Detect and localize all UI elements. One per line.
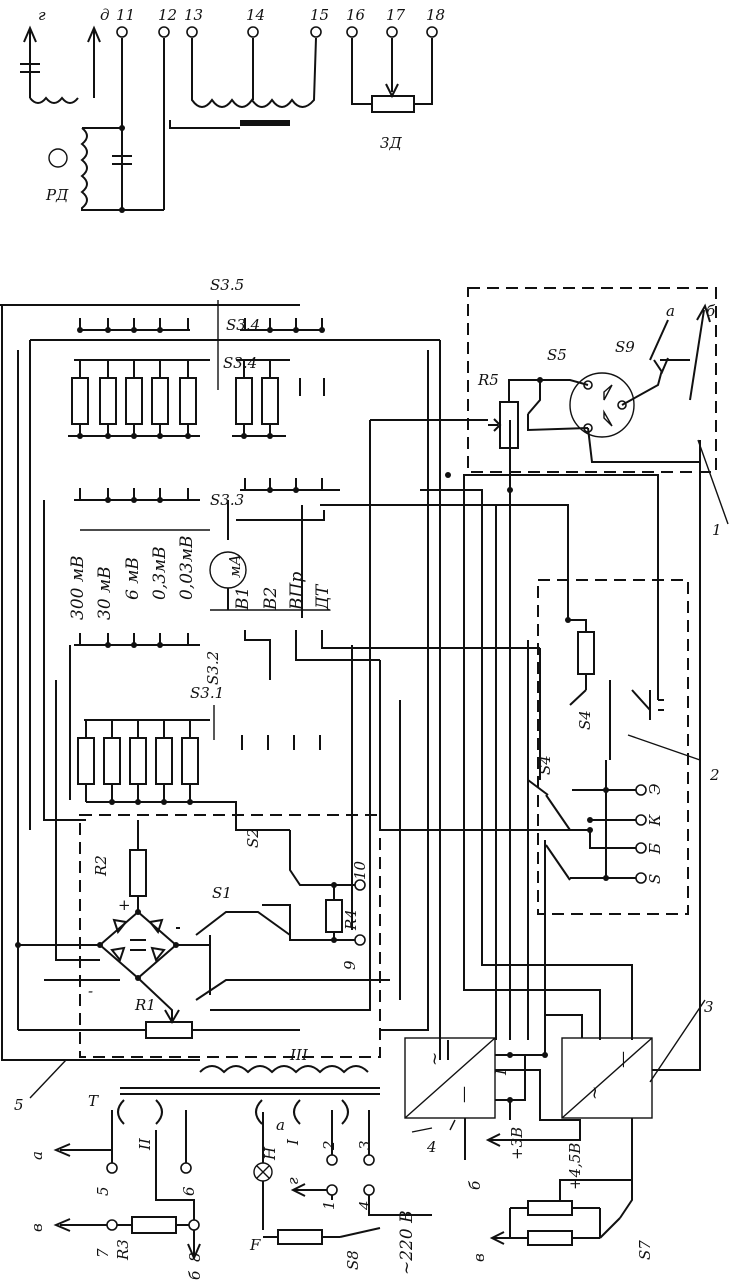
range-switch-s3: S3.5 S3.4: [0, 276, 540, 1060]
transformer-t: III Т II I а: [88, 1046, 380, 1170]
unit-3-ac: ~: [585, 1086, 605, 1100]
supply-220v: ~220 В: [397, 1210, 417, 1275]
unit-2-transistor-block: S4 2 S4 Э К Б S: [390, 579, 720, 915]
terminal-9-label: 9: [341, 960, 359, 970]
s1-label: S1: [212, 884, 232, 902]
unit-label-5: 5: [14, 1096, 24, 1114]
terminal-16: 16: [346, 6, 366, 24]
arrow-label-a-bottom: а: [28, 1151, 46, 1160]
s5-label: S5: [547, 346, 567, 364]
terminal-12: 12: [158, 6, 177, 24]
arrow-label-b-bottom: б: [186, 1270, 204, 1280]
terminal-10-label: 10: [351, 860, 369, 880]
unit-4-dc: —: [454, 1086, 474, 1103]
arrow-label-d: д: [100, 6, 110, 24]
arrow-label-g-bottom: г: [284, 1177, 302, 1185]
r2-label: R2: [92, 855, 110, 877]
s3-2-label: S3.2: [204, 651, 222, 685]
range-label-6mv: 6 мВ: [123, 557, 143, 600]
arrow-label-v-supply: в: [470, 1253, 488, 1262]
terminal-b-label: Б: [646, 843, 664, 855]
s3-4-sub-label: S3.4: [223, 354, 257, 372]
arrow-a: а: [666, 302, 675, 320]
roman-i-label: I: [492, 1068, 510, 1076]
terminal-2-label: 2: [320, 1140, 338, 1151]
terminal-s-label: S: [646, 874, 664, 884]
terminal-14: 14: [246, 6, 265, 24]
top-section: г д 11 12 13 14 15 16 17 18: [20, 6, 445, 213]
mode-label-vpr: ВПр: [287, 572, 307, 611]
winding-3-label: III: [289, 1046, 309, 1064]
arrow-label-v: в: [28, 1223, 46, 1232]
unit-5-bridge: R2 + - R1 S1 S2 R4: [14, 814, 390, 1114]
range-label-300mv: 300 мВ: [68, 556, 88, 620]
terminal-3-label: 3: [356, 1140, 374, 1150]
s7-label: S7: [636, 1240, 654, 1260]
terminal-15: 15: [310, 6, 329, 24]
r3-label: R3: [114, 1239, 132, 1261]
s3-5-label: S3.5: [210, 276, 244, 294]
terminal-17: 17: [386, 6, 406, 24]
terminal-5-label: 5: [94, 1186, 112, 1196]
terminal-e-label: Э: [646, 784, 664, 795]
s6-label: S4: [576, 710, 594, 730]
terminal-13: 13: [184, 6, 203, 24]
fuse-label: F: [249, 1236, 261, 1254]
s3-1-label: S3.1: [190, 684, 224, 702]
plus-label: +: [118, 896, 131, 914]
motor-label: РД: [45, 186, 69, 204]
mode-label-v2: В2: [261, 587, 281, 611]
interconnect-wiring: [1, 305, 569, 1061]
terminal-6-label: 6: [180, 1186, 198, 1196]
unit-1-remote: R5 S5 S9 а б 1: [467, 287, 729, 539]
terminal-7-label: 7: [94, 1248, 112, 1258]
s4-label: S4: [536, 755, 554, 775]
terminal-18: 18: [426, 6, 445, 24]
terminal-k-label: К: [646, 814, 664, 827]
transformer-label: Т: [88, 1092, 99, 1110]
arrow-label-g: г: [38, 6, 46, 24]
meter-label: мА: [226, 554, 244, 578]
unit-label-3: 3: [704, 998, 714, 1016]
mode-label-v1: В1: [233, 587, 253, 611]
unit-label-2: 2: [709, 766, 720, 784]
power-supply-units: ~ — 4 ~ — 3 +3В I +4,5В б в: [404, 420, 714, 1262]
r1-label: R1: [134, 996, 156, 1014]
power-entry: 5 а 6 7 в R3 8 б Н 2 3 1 4 г: [28, 1110, 432, 1280]
terminal-4-label: 4: [356, 1200, 374, 1211]
supply-4-5v: +4,5В: [566, 1143, 584, 1190]
mode-label-dt: ДТ: [313, 583, 333, 611]
lamp-label: Н: [261, 1146, 279, 1161]
terminal-11: 11: [116, 6, 135, 24]
range-label-0-03mv: 0,03мВ: [177, 536, 197, 600]
s2-label: S2: [244, 828, 262, 848]
range-label-30mv: 30 мВ: [95, 566, 115, 620]
arrow-label-b-supply: б: [466, 1180, 484, 1190]
supply-3v: +3В: [508, 1127, 526, 1160]
winding-1-label: I: [284, 1138, 302, 1146]
unit-3-dc: —: [613, 1051, 633, 1068]
arrow-b: б: [706, 302, 716, 320]
range-label-0-3mv: 0,3мВ: [150, 546, 170, 600]
unit-4-ac: ~: [425, 1052, 445, 1066]
r5-label: R5: [477, 371, 499, 389]
terminal-1-label: 1: [320, 1200, 338, 1210]
s9-label: S9: [615, 338, 635, 356]
winding-2-label: II: [136, 1137, 154, 1151]
s8-label: S8: [344, 1250, 362, 1270]
unit-label-1: 1: [712, 521, 722, 539]
pot-label: 3Д: [380, 134, 403, 152]
minus-label: -: [88, 982, 93, 1000]
s3-4-label: S3.4: [226, 316, 260, 334]
arrow-label-a-winding: а: [276, 1116, 285, 1134]
unit-label-4: 4: [426, 1138, 437, 1156]
